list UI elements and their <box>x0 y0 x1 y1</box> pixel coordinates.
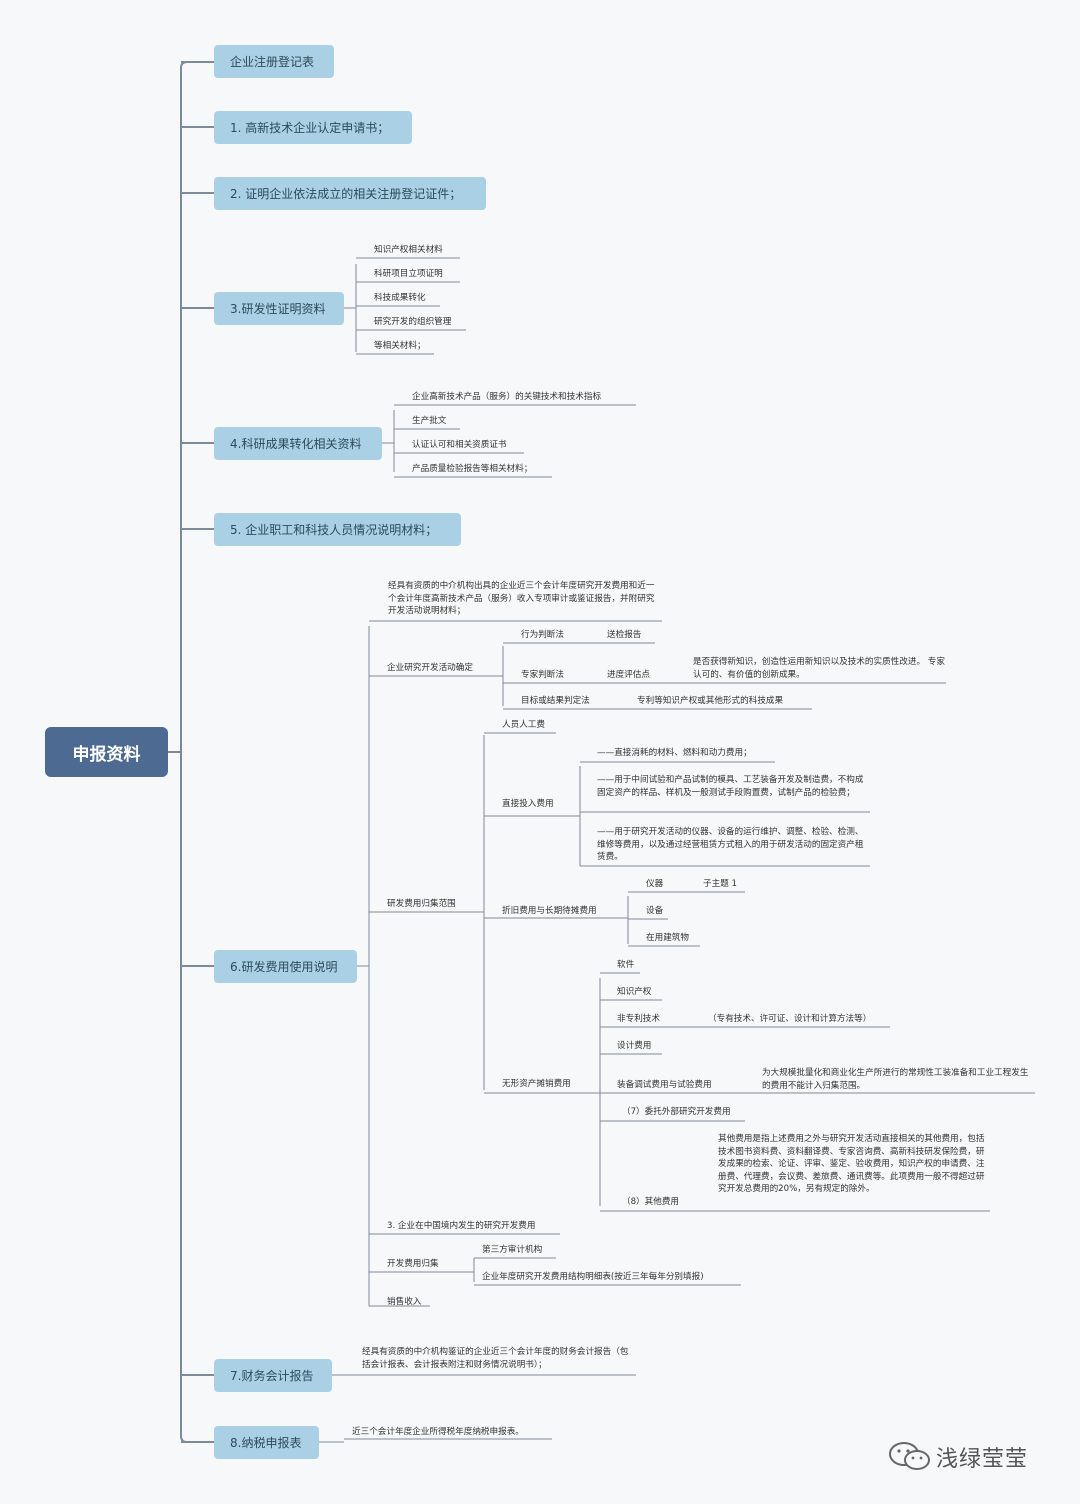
branch-rd-proof[interactable]: 3.研发性证明资料 <box>214 292 344 325</box>
depr-instrument[interactable]: 仪器 <box>646 879 664 889</box>
direct-item[interactable]: ——直接消耗的材料、燃料和动力费用； <box>597 748 752 758</box>
wechat-icon <box>889 1442 930 1470</box>
intangible-design[interactable]: 设计费用 <box>617 1041 652 1051</box>
financial-report-text[interactable]: 经具有资质的中介机构鉴证的企业近三个会计年度的财务会计报告（包括会计报表、会计报… <box>362 1347 629 1370</box>
branch-registration-form[interactable]: 企业注册登记表 <box>214 45 334 78</box>
expert-criteria-text[interactable]: 是否获得新知识，创造性运用新知识以及技术的实质性改进。 专家认可的、有价值的创新… <box>693 657 945 680</box>
branch-rd-expense[interactable]: 6.研发费用使用说明 <box>214 950 357 983</box>
b3-item[interactable]: 等相关材料； <box>374 341 426 351</box>
branch-staff-info[interactable]: 5. 企业职工和科技人员情况说明材料； <box>214 513 461 546</box>
annual-cost-structure-table[interactable]: 企业年度研究开发费用结构明细表(按近三年每年分别填报) <box>482 1272 704 1282</box>
personnel-cost[interactable]: 人员人工费 <box>502 720 545 730</box>
tax-return-text[interactable]: 近三个会计年度企业所得税年度纳税申报表。 <box>352 1427 524 1437</box>
b4-item[interactable]: 企业高新技术产品（服务）的关键技术和技术指标 <box>412 392 602 402</box>
other-cost[interactable]: （8）其他费用 <box>622 1197 680 1207</box>
depr-equipment[interactable]: 设备 <box>646 906 664 916</box>
branch-tax-return[interactable]: 8.纳税申报表 <box>214 1426 319 1459</box>
outsourced-rd-cost[interactable]: （7）委托外部研究开发费用 <box>622 1107 731 1117</box>
method-expert[interactable]: 专家判断法 <box>521 670 564 680</box>
other-cost-note[interactable]: 其他费用是指上述费用之外与研究开发活动直接相关的其他费用，包括技术图书资料费、资… <box>718 1134 985 1195</box>
depr-building[interactable]: 在用建筑物 <box>646 933 689 943</box>
progress-checkpoint[interactable]: 进度评估点 <box>607 670 650 680</box>
inspection-report[interactable]: 送检报告 <box>607 630 642 640</box>
b3-item[interactable]: 研究开发的组织管理 <box>374 317 452 327</box>
branch-registration-certificate[interactable]: 2. 证明企业依法成立的相关注册登记证件； <box>214 177 486 210</box>
nonpatent-note[interactable]: （专有技术、许可证、设计和计算方法等） <box>708 1014 872 1024</box>
development-cost-collection[interactable]: 开发费用归集 <box>387 1259 439 1269</box>
direct-input-cost[interactable]: 直接投入费用 <box>502 799 554 809</box>
b4-item[interactable]: 生产批文 <box>412 416 447 426</box>
intangible-ip[interactable]: 知识产权 <box>617 987 652 997</box>
b3-item[interactable]: 知识产权相关材料 <box>374 245 443 255</box>
equipment-debug-cost[interactable]: 装备调试费用与试验费用 <box>617 1080 712 1090</box>
sales-revenue[interactable]: 销售收入 <box>387 1297 422 1307</box>
branch-financial-report[interactable]: 7.财务会计报告 <box>214 1359 332 1392</box>
b4-item[interactable]: 产品质量检验报告等相关材料； <box>412 464 533 474</box>
intangible-software[interactable]: 软件 <box>617 960 635 970</box>
equipment-debug-note[interactable]: 为大规模批量化和商业化生产所进行的常规性工装准备和工业工程发生的费用不能计入归集… <box>762 1068 1029 1091</box>
watermark: 浅绿莹莹 <box>888 1437 1028 1477</box>
direct-item[interactable]: ——用于中间试验和产品试制的模具、工艺装备开发及制造费，不构成固定资产的样品、样… <box>597 775 864 798</box>
intangible-nonpatent[interactable]: 非专利技术 <box>617 1014 660 1024</box>
b3-item[interactable]: 科研项目立项证明 <box>374 269 443 279</box>
depreciation-cost[interactable]: 折旧费用与长期待摊费用 <box>502 906 597 916</box>
b4-item[interactable]: 认证认可和相关资质证书 <box>412 440 507 450</box>
intangible-amortization[interactable]: 无形资产摊销费用 <box>502 1079 571 1089</box>
branch-achievement-transfer[interactable]: 4.科研成果转化相关资料 <box>214 427 382 460</box>
patent-achievements[interactable]: 专利等知识产权或其他形式的科技成果 <box>637 696 784 706</box>
method-target-result[interactable]: 目标或结果判定法 <box>521 696 590 706</box>
rd-expense-scope[interactable]: 研发费用归集范围 <box>387 899 456 909</box>
third-party-auditor[interactable]: 第三方审计机构 <box>482 1245 543 1255</box>
method-behavior[interactable]: 行为判断法 <box>521 630 564 640</box>
branch-application[interactable]: 1. 高新技术企业认定申请书； <box>214 111 412 144</box>
root-node[interactable]: 申报资料 <box>45 727 168 777</box>
direct-item[interactable]: ——用于研究开发活动的仪器、设备的运行维护、调整、检验、检测、维修等费用，以及通… <box>597 827 864 863</box>
watermark-text: 浅绿莹莹 <box>936 1447 1029 1472</box>
audit-report-text[interactable]: 经具有资质的中介机构出具的企业近三个会计年度研究开发费用和近一个会计年度高新技术… <box>388 581 655 617</box>
b3-item[interactable]: 科技成果转化 <box>374 293 426 303</box>
depr-subtopic[interactable]: 子主题 1 <box>703 879 737 889</box>
rd-activity-determination[interactable]: 企业研究开发活动确定 <box>387 663 473 673</box>
domestic-rd-cost[interactable]: 3. 企业在中国境内发生的研究开发费用 <box>387 1221 536 1231</box>
